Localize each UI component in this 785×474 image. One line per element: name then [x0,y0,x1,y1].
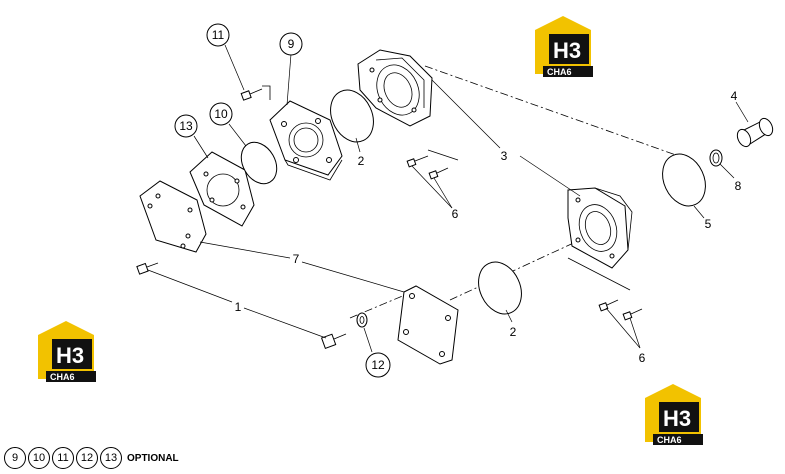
callout-11: 11 [206,23,230,47]
optional-parts-legend: 9 10 11 12 13 OPTIONAL [4,446,179,470]
brand-logo: H3 CHA6 [38,321,96,382]
callout-10: 10 [209,102,233,126]
callout-9: 9 [279,32,303,56]
housing-part-3-top [357,49,433,127]
o-ring-part-2-bottom [478,261,522,315]
housing-part-3-bottom [567,187,633,269]
washer-part-12 [356,312,368,328]
legend-item-13: 13 [100,447,122,469]
logo-mark: H3 [663,406,691,431]
gasket-plate-part-13 [189,151,255,227]
bushing-part-4 [736,117,774,148]
bolts-part-6-bottom [567,257,643,321]
legend-item-11: 11 [52,447,74,469]
legend-item-10: 10 [28,447,50,469]
callout-13: 13 [174,114,198,138]
logo-caption: CHA6 [547,67,572,77]
callout-4: 4 [731,89,738,103]
logo-caption: CHA6 [657,435,682,445]
screw-part-11 [240,85,271,101]
legend-item-9: 9 [4,447,26,469]
cover-plate-part-7 [139,180,207,253]
seal-ring-part-10 [240,141,278,185]
adapter-plate-part-9 [269,100,343,181]
bolts-part-6-top [406,149,459,180]
o-ring-part-2-top [330,89,374,143]
logo-mark: H3 [553,38,581,63]
cover-plate-part-7-bottom [397,285,459,365]
callout-6-bottom: 6 [639,351,646,365]
callout-label: 11 [212,28,225,42]
callout-8: 8 [735,179,742,193]
snap-ring-part-8 [709,149,723,167]
leader-lines [147,44,749,353]
callout-1: 1 [235,300,242,314]
callout-5: 5 [705,217,712,231]
callout-label: 12 [371,358,385,372]
logo-mark: H3 [56,343,84,368]
callout-6-top: 6 [452,207,459,221]
callout-12: 12 [365,352,391,378]
o-ring-part-5 [662,153,706,207]
callout-label: 10 [214,107,228,121]
callout-7: 7 [293,252,300,266]
legend-item-12: 12 [76,447,98,469]
callout-2-top: 2 [358,154,365,168]
logo-caption: CHA6 [50,372,75,382]
callout-3: 3 [501,149,508,163]
brand-logo: H3 CHA6 [535,16,593,77]
brand-logo: H3 CHA6 [645,384,703,445]
callout-label: 13 [179,119,193,133]
callout-2-bottom: 2 [510,325,517,339]
bolts-part-1 [136,262,347,349]
legend-optional-label: OPTIONAL [127,452,179,464]
callout-label: 9 [288,37,295,51]
